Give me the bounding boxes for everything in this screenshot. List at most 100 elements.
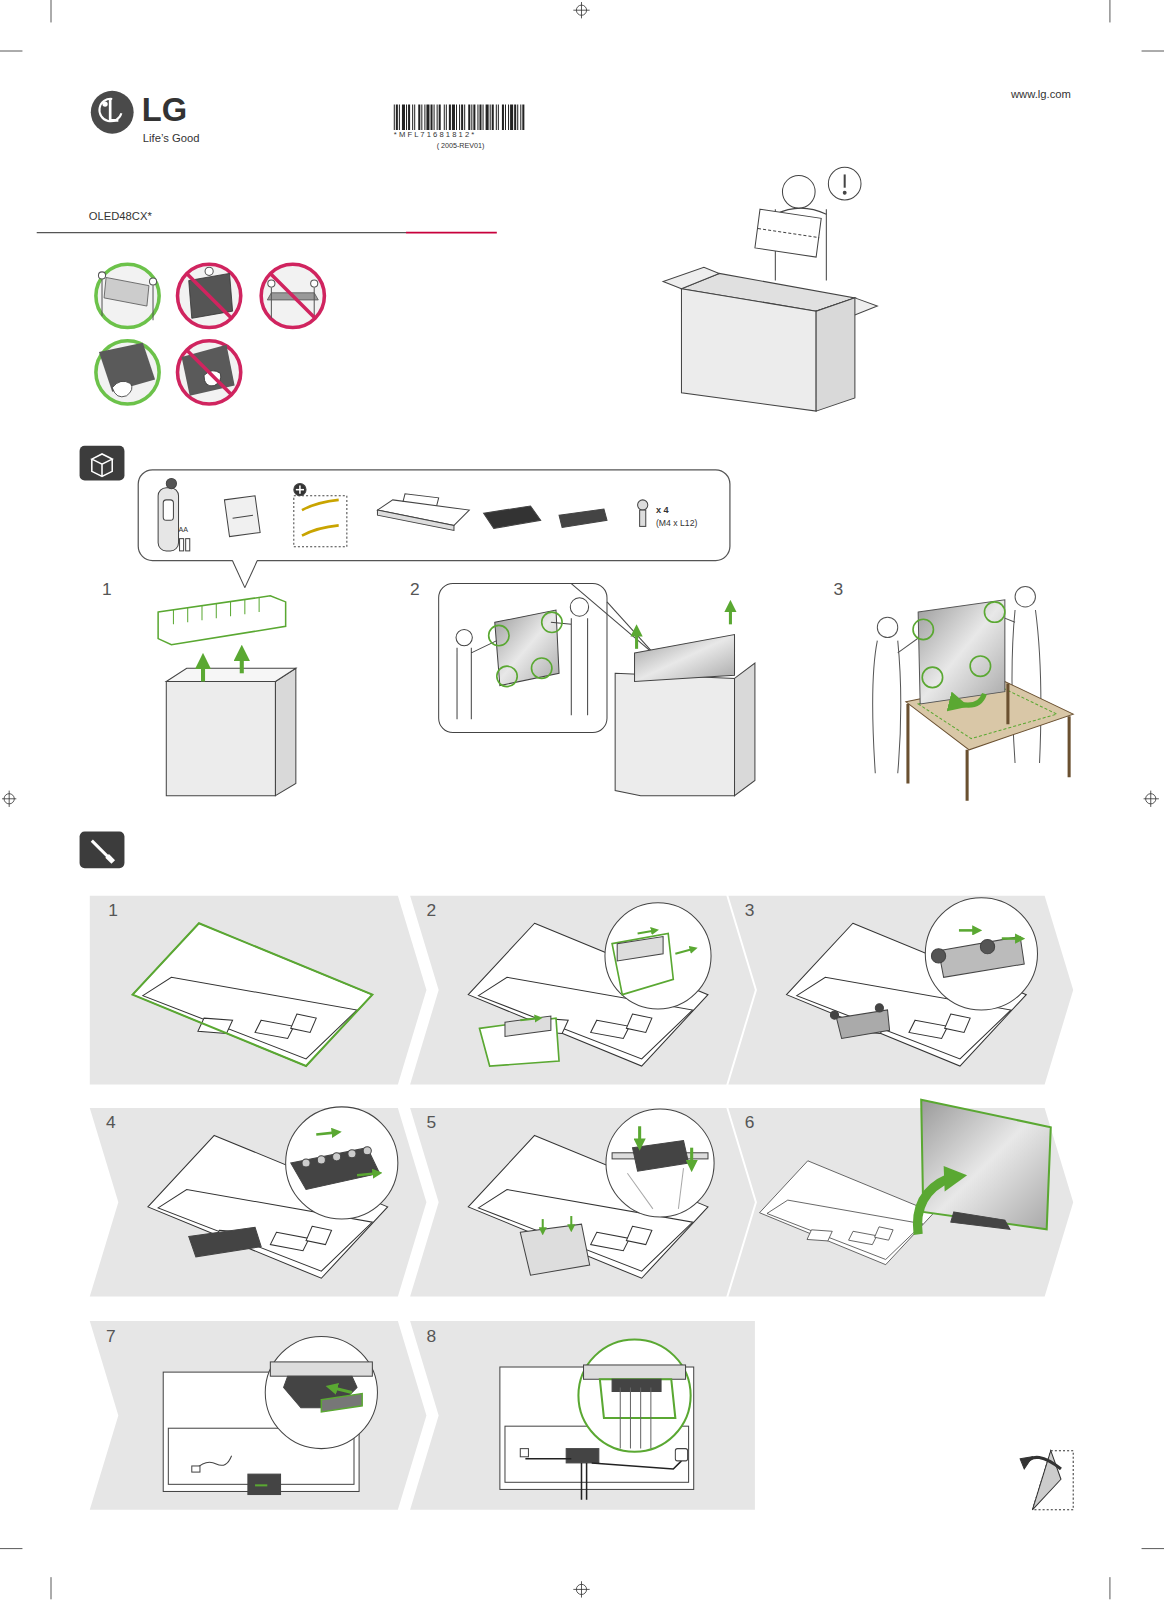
panel5-art xyxy=(468,1109,714,1278)
text-holder: AA xyxy=(179,525,189,533)
handling-icons-part xyxy=(270,273,315,318)
crop-marks-part xyxy=(0,51,22,52)
panel8-art-part xyxy=(525,1459,681,1500)
panel5-art-part xyxy=(638,1126,641,1144)
step-number: 1 xyxy=(102,580,112,599)
panel2-art-part xyxy=(617,937,663,961)
panel6-art-part xyxy=(918,1178,949,1234)
text-holder: 6 xyxy=(745,1114,755,1133)
text-holder: LG xyxy=(142,93,187,129)
title-rule-part xyxy=(406,232,497,234)
panel3-art-part xyxy=(875,1004,883,1012)
handling-icons-part xyxy=(311,280,318,287)
handling-icons-part xyxy=(314,288,315,319)
step3-top-part-part xyxy=(984,602,1004,622)
panel3-art-part xyxy=(939,937,1025,978)
panel8-art-part xyxy=(520,1449,528,1457)
accessory-label: x 4 xyxy=(656,506,669,516)
barcode-part xyxy=(394,105,527,131)
panel8-art-part xyxy=(620,1387,651,1448)
handling-icons-part xyxy=(187,350,232,395)
handling-icons-part xyxy=(112,381,132,397)
panel4-art-part-part xyxy=(348,1150,356,1158)
step-number: 8 xyxy=(426,1327,436,1346)
panel7-art-part xyxy=(196,1456,232,1469)
page-turn-icon-part xyxy=(1032,1451,1073,1510)
step2-top-part xyxy=(615,673,734,795)
panel2-art-part xyxy=(520,1018,538,1020)
unboxing-person xyxy=(663,167,877,411)
step-number: 2 xyxy=(410,580,420,599)
step1-top xyxy=(158,596,296,796)
tool-icon xyxy=(80,831,125,868)
panel3-art-part xyxy=(980,940,994,954)
unboxing-person-part xyxy=(755,209,821,257)
unboxing-person-part xyxy=(681,289,816,411)
panel6-art-part xyxy=(951,1212,1010,1229)
panel5-art-part xyxy=(570,1216,572,1228)
panel1-art xyxy=(133,923,373,1066)
crop-marks-part xyxy=(9,791,10,807)
step3-top xyxy=(873,587,1074,801)
lg-logo xyxy=(91,91,134,134)
step2-top-part xyxy=(456,629,472,645)
accessories-part xyxy=(224,496,260,537)
panel6-art-part xyxy=(944,1166,967,1192)
text-holder: x 4 xyxy=(656,506,669,516)
accessories-part xyxy=(163,500,173,520)
panel3-art-part xyxy=(837,1010,890,1039)
panel3-art xyxy=(787,898,1038,1066)
crop-marks-part xyxy=(581,1581,582,1597)
step3-top-part xyxy=(877,617,897,637)
barcode-number: * M F L 7 1 6 8 1 8 1 2 * xyxy=(394,131,475,139)
text-holder: OLED48CX* xyxy=(89,210,152,222)
panel8-art-part xyxy=(675,1449,687,1461)
step1-top-part xyxy=(158,596,286,645)
panel2-art-part xyxy=(638,930,655,933)
panel4-art xyxy=(148,1107,398,1278)
panel8-art xyxy=(500,1339,694,1499)
handling-icons-part xyxy=(178,264,241,327)
crop-marks-part xyxy=(1109,0,1110,22)
handling-icons xyxy=(96,264,325,404)
unboxing-person-part xyxy=(826,209,827,280)
unboxing-person-part xyxy=(828,167,861,200)
step3-top-part-part xyxy=(970,656,990,676)
handling-icons-part xyxy=(205,267,213,275)
text-holder: 2 xyxy=(410,580,420,599)
step-number: 6 xyxy=(745,1114,755,1133)
accessories-part xyxy=(403,494,439,506)
crop-marks-part xyxy=(1144,798,1159,799)
unboxing-person-part xyxy=(663,267,719,288)
accessories-part xyxy=(180,539,184,551)
panel4-art-part xyxy=(357,1173,377,1175)
accessories-part xyxy=(377,510,454,530)
step3-top-part-part xyxy=(913,619,933,639)
accessories-part xyxy=(245,561,257,588)
unboxing-person-part xyxy=(844,174,846,187)
panel2-art-part xyxy=(675,949,693,954)
handling-icons-part xyxy=(102,280,103,317)
accessories-part xyxy=(233,560,257,588)
panel7-art-part xyxy=(332,1387,352,1392)
panel2-art-part xyxy=(605,903,711,1009)
panel4-art-part xyxy=(286,1107,398,1219)
step2-top-part xyxy=(495,610,559,685)
page-turn-icon xyxy=(1020,1451,1073,1510)
step2-top-part xyxy=(635,630,638,648)
step1-top-part xyxy=(275,668,295,796)
accessories-part xyxy=(559,509,607,527)
panel5-art-part xyxy=(632,1141,688,1172)
step-number: 3 xyxy=(745,902,755,921)
step3-top-part-part xyxy=(922,667,942,687)
unboxing-person-part xyxy=(782,175,815,208)
crop-marks-part xyxy=(1142,1548,1164,1549)
panel3-art-part xyxy=(1002,937,1020,940)
handling-icons-part xyxy=(187,273,232,318)
step1-top-part xyxy=(166,668,296,681)
crop-marks-part xyxy=(1109,1577,1110,1599)
panel7-art xyxy=(163,1336,377,1494)
panel7-art-part xyxy=(265,1336,377,1448)
title-rule-part xyxy=(37,232,406,233)
